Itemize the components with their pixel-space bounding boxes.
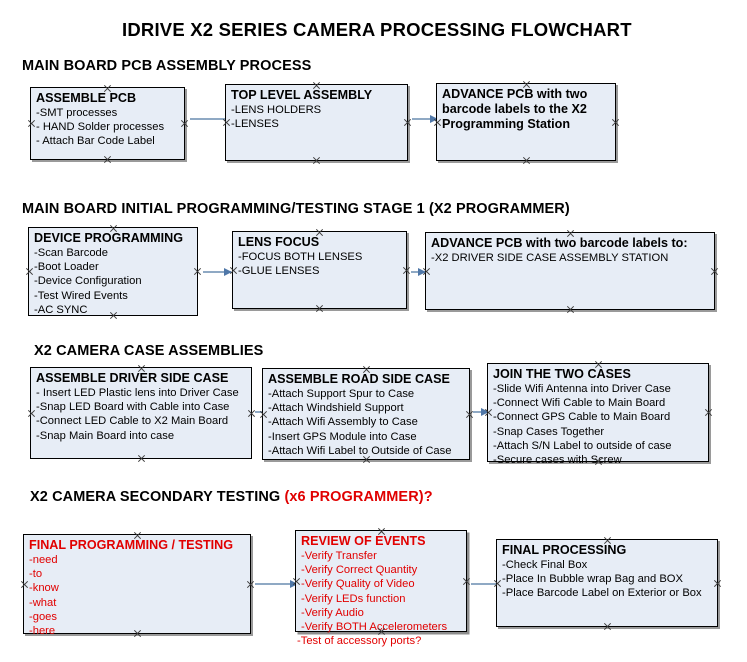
node-line: -GLUE LENSES [238, 265, 320, 278]
section-heading-x2-camera-secondary-testing: X2 CAMERA SECONDARY TESTING (x6 PROGRAMM… [30, 489, 433, 505]
section-heading-text: X2 CAMERA SECONDARY TESTING [30, 489, 285, 505]
node-line: -Insert GPS Module into Case [268, 430, 417, 443]
connector-arrow [411, 267, 426, 276]
node-line: -Connect GPS Cable to Main Board [493, 411, 671, 424]
node-line: - Attach Bar Code Label [36, 135, 155, 148]
node-line: -Verify LEDs function [301, 592, 406, 605]
selection-handle-right[interactable] [611, 118, 620, 127]
selection-handle-right[interactable] [710, 267, 719, 276]
node-line: -Verify Correct Quantity [301, 564, 418, 577]
node-line: -Attach Wifi Assembly to Case [268, 416, 418, 429]
selection-handle-bottom[interactable] [522, 156, 531, 165]
node-line: -X2 DRIVER SIDE CASE ASSEMBLY STATION [431, 252, 669, 264]
section-heading-accent: (x6 PROGRAMMER)? [284, 489, 433, 505]
selection-handle-bottom[interactable] [315, 304, 324, 313]
node-line: -Boot Loader [34, 261, 99, 274]
node-line: -Test Wired Events [34, 289, 128, 302]
selection-handle-bottom[interactable] [137, 454, 146, 463]
node-line: -SMT processes [36, 107, 118, 119]
section-heading-text: MAIN BOARD PCB ASSEMBLY PROCESS [22, 58, 312, 74]
section-heading-text: X2 CAMERA CASE ASSEMBLIES [34, 343, 264, 359]
node-title: ASSEMBLE DRIVER SIDE CASE [36, 371, 229, 385]
selection-handle-left[interactable] [25, 267, 34, 276]
node-assemble-pcb[interactable]: ASSEMBLE PCB -SMT processes - HAND Solde… [30, 87, 185, 160]
node-line: -know [29, 582, 59, 595]
node-line: -Place In Bubble wrap Bag and BOX [502, 573, 683, 586]
connector-arrow [412, 114, 438, 123]
node-advance-pcb-programming-station[interactable]: ADVANCE PCB with two barcode labels to t… [436, 83, 616, 161]
node-line: - Insert LED Plastic lens into Driver Ca… [36, 387, 239, 399]
section-heading-x2-camera-case-assemblies: X2 CAMERA CASE ASSEMBLIES [34, 343, 263, 359]
selection-handle-left[interactable] [20, 580, 29, 589]
node-line: -Attach Windshield Support [268, 402, 404, 415]
node-top-level-assembly[interactable]: TOP LEVEL ASSEMBLY -LENS HOLDERS -LENSES [225, 84, 408, 161]
node-title: ADVANCE PCB with two barcode labels to: [431, 236, 688, 250]
node-line: -Secure cases with Screw [493, 454, 622, 467]
node-title: TOP LEVEL ASSEMBLY [231, 88, 373, 102]
node-lens-focus[interactable]: LENS FOCUS -FOCUS BOTH LENSES -GLUE LENS… [232, 231, 407, 309]
node-line: -Place Barcode Label on Exterior or Box [502, 587, 702, 600]
selection-handle-bottom[interactable] [312, 156, 321, 165]
connector-arrow [473, 407, 489, 416]
node-line: -Check Final Box [502, 559, 588, 571]
node-line: -need [29, 554, 58, 566]
node-line: -Snap Cases Together [493, 425, 605, 438]
node-final-programming-testing[interactable]: FINAL PROGRAMMING / TESTING -need -to -k… [20, 534, 251, 637]
node-line: -Attach Wifi Label to Outside of Case [268, 444, 452, 457]
node-line: -Verify Audio [301, 606, 364, 619]
node-line: -Slide Wifi Antenna into Driver Case [493, 383, 671, 395]
node-line: -what [29, 596, 57, 609]
node-line: -goes [29, 610, 57, 623]
node-review-of-events[interactable]: REVIEW OF EVENTS -Verify Transfer -Verif… [295, 530, 467, 647]
node-line: - HAND Solder processes [36, 121, 165, 134]
page-title: IDRIVE X2 SERIES CAMERA PROCESSING FLOWC… [122, 19, 632, 40]
section-heading-text: MAIN BOARD INITIAL PROGRAMMING/TESTING S… [22, 201, 570, 217]
node-line: -Connect LED Cable to X2 Main Board [36, 415, 229, 428]
node-title: LENS FOCUS [238, 235, 320, 249]
node-line: -here [29, 625, 56, 638]
selection-handle-bottom[interactable] [603, 622, 612, 631]
node-line: -Attach Support Spur to Case [268, 388, 415, 400]
section-heading-main-board-pcb-assembly: MAIN BOARD PCB ASSEMBLY PROCESS [22, 58, 311, 74]
selection-handle-left[interactable] [27, 409, 36, 418]
node-assemble-road-side-case[interactable]: ASSEMBLE ROAD SIDE CASE -Attach Support … [262, 368, 470, 460]
node-line: -Attach S/N Label to outside of case [493, 439, 672, 452]
node-join-the-two-cases[interactable]: JOIN THE TWO CASES -Slide Wifi Antenna i… [487, 363, 709, 466]
node-line: -Device Configuration [34, 275, 142, 288]
selection-handle-bottom[interactable] [103, 155, 112, 164]
connector-arrow [255, 579, 298, 588]
node-title: FINAL PROGRAMMING / TESTING [29, 538, 234, 552]
node-line: -Snap Main Board into case [36, 429, 175, 442]
node-title: ASSEMBLE ROAD SIDE CASE [268, 372, 450, 386]
node-line: -Scan Barcode [34, 247, 109, 259]
node-line: -FOCUS BOTH LENSES [238, 251, 363, 263]
node-title: DEVICE PROGRAMMING [34, 231, 184, 245]
node-line: -Snap LED Board with Cable into Case [36, 401, 230, 414]
node-title: JOIN THE TWO CASES [493, 367, 631, 381]
selection-handle-bottom[interactable] [566, 305, 575, 314]
node-line-overflow: -Test of accessory ports? [297, 635, 422, 648]
node-device-programming[interactable]: DEVICE PROGRAMMING -Scan Barcode -Boot L… [28, 227, 198, 316]
node-line: -Verify Quality of Video [301, 578, 415, 591]
node-line: -Verify Transfer [301, 550, 377, 562]
node-advance-pcb-driver-side-case[interactable]: ADVANCE PCB with two barcode labels to: … [425, 232, 715, 310]
selection-handle-left[interactable] [27, 119, 36, 128]
node-final-processing[interactable]: FINAL PROCESSING -Check Final Box -Place… [496, 539, 718, 627]
node-line: -Verify BOTH Accelerometers [301, 621, 448, 634]
section-heading-main-board-initial-programming: MAIN BOARD INITIAL PROGRAMMING/TESTING S… [22, 201, 570, 217]
node-line: -Connect Wifi Cable to Main Board [493, 397, 666, 410]
node-line: -LENS HOLDERS [231, 104, 322, 116]
connector-arrow [203, 267, 232, 276]
node-assemble-driver-side-case[interactable]: ASSEMBLE DRIVER SIDE CASE - Insert LED P… [30, 367, 252, 459]
node-line: -LENSES [231, 118, 279, 131]
node-title: FINAL PROCESSING [502, 543, 627, 557]
node-title: ASSEMBLE PCB [36, 91, 137, 105]
node-title: REVIEW OF EVENTS [301, 534, 426, 548]
node-line: -to [29, 568, 43, 581]
node-title: ADVANCE PCB with two barcode labels to t… [442, 87, 588, 131]
node-line: -AC SYNC [34, 303, 88, 316]
